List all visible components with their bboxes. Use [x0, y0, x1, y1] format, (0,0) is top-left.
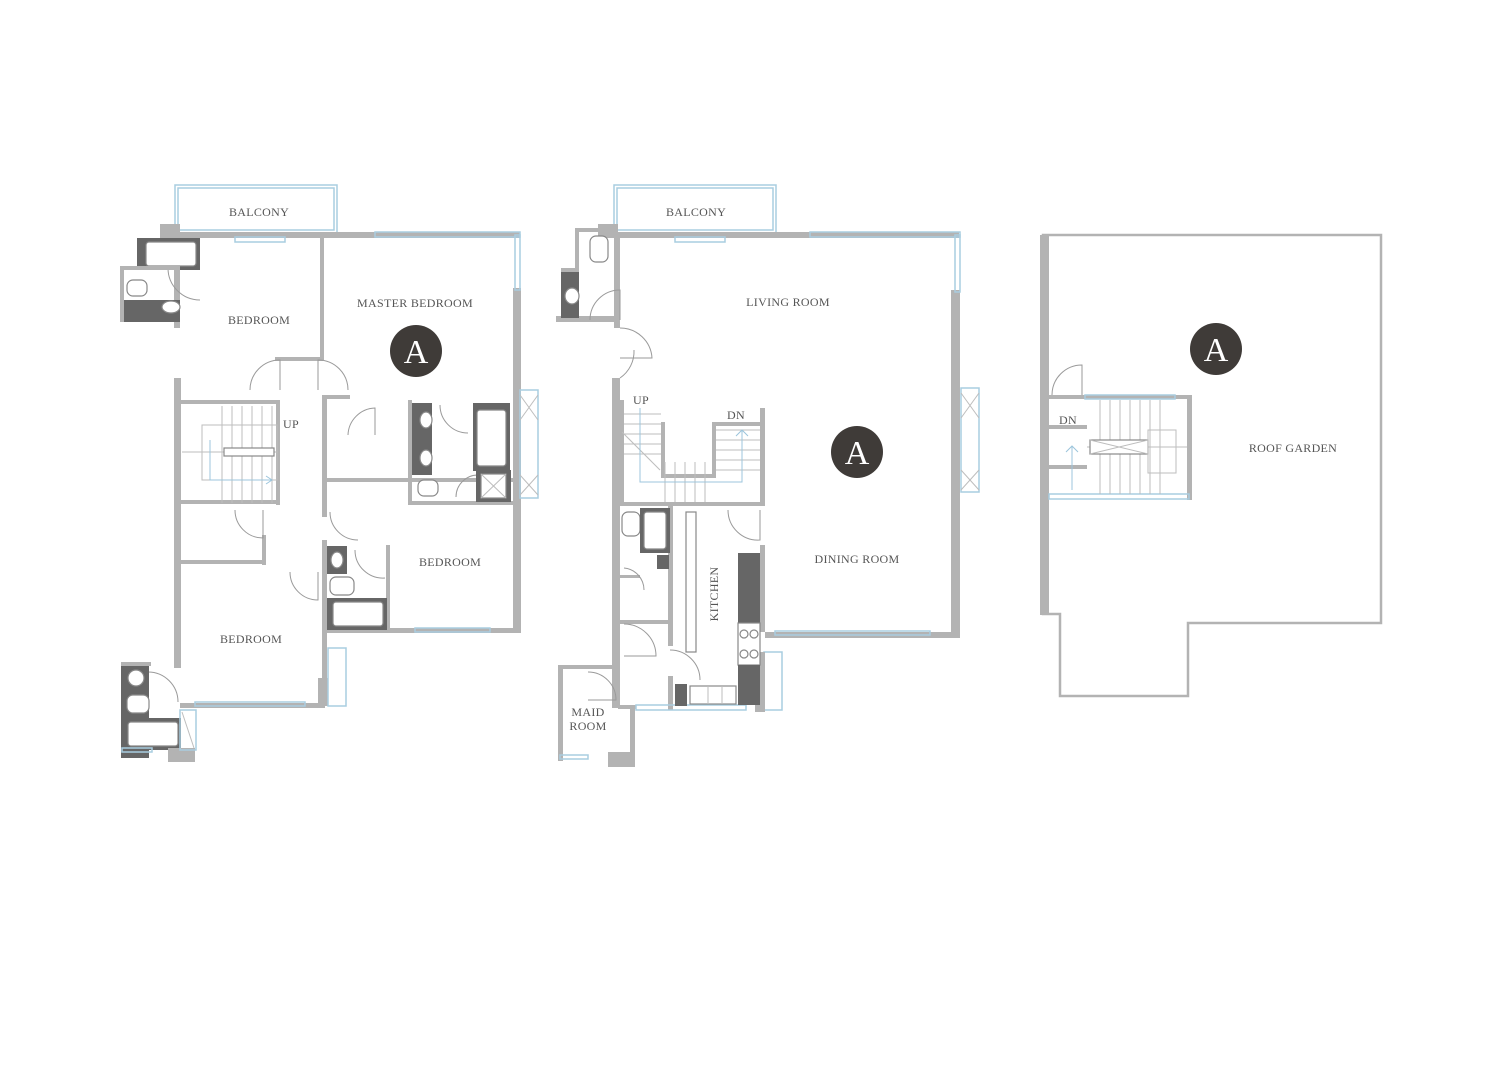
- upper-staircase: [182, 406, 278, 503]
- main-up-label: UP: [633, 393, 649, 407]
- main-staircase: [621, 408, 760, 502]
- roof-outline: [1040, 233, 1383, 698]
- upper-doors: [147, 267, 479, 703]
- upper-bedroom-label-3: BEDROOM: [220, 632, 282, 646]
- main-fixtures: [561, 235, 761, 706]
- roof-unit-badge: A: [1190, 323, 1242, 375]
- upper-outer-walls: [174, 231, 539, 708]
- main-badge-letter: A: [845, 435, 870, 472]
- main-unit-badge: A: [831, 426, 883, 478]
- upper-up-label: UP: [283, 417, 299, 431]
- upper-bedroom-label-1: BEDROOM: [228, 313, 290, 327]
- master-bedroom-label: MASTER BEDROOM: [357, 296, 473, 310]
- upper-balcony-label: BALCONY: [229, 205, 289, 219]
- roof-stair-enclosure: [1047, 364, 1192, 500]
- maid-room-label-line1: MAID: [571, 705, 604, 719]
- upper-bathroom-fixtures: [120, 238, 511, 762]
- dining-room-label: DINING ROOM: [815, 552, 900, 566]
- roof-plan: DN ROOF GARDEN A: [1040, 233, 1383, 698]
- main-balcony-label: BALCONY: [666, 205, 726, 219]
- maid-room-label-line2: ROOM: [569, 719, 606, 733]
- upper-badge-letter: A: [404, 334, 429, 371]
- kitchen-label: KITCHEN: [707, 567, 721, 622]
- upper-floor-plan: BALCONY BEDROOM MASTER BEDROOM UP BEDROO…: [120, 184, 539, 762]
- main-dn-label: DN: [727, 408, 745, 422]
- upper-bedroom-label-2: BEDROOM: [419, 555, 481, 569]
- roof-garden-label: ROOF GARDEN: [1249, 441, 1337, 455]
- living-room-label: LIVING ROOM: [746, 295, 830, 309]
- main-floor-plan: BALCONY LIVING ROOM UP DN KITCHEN DINING…: [556, 184, 980, 767]
- main-doors: [587, 289, 761, 701]
- roof-dn-label: DN: [1059, 413, 1077, 427]
- upper-unit-badge: A: [390, 325, 442, 377]
- roof-badge-letter: A: [1204, 332, 1229, 369]
